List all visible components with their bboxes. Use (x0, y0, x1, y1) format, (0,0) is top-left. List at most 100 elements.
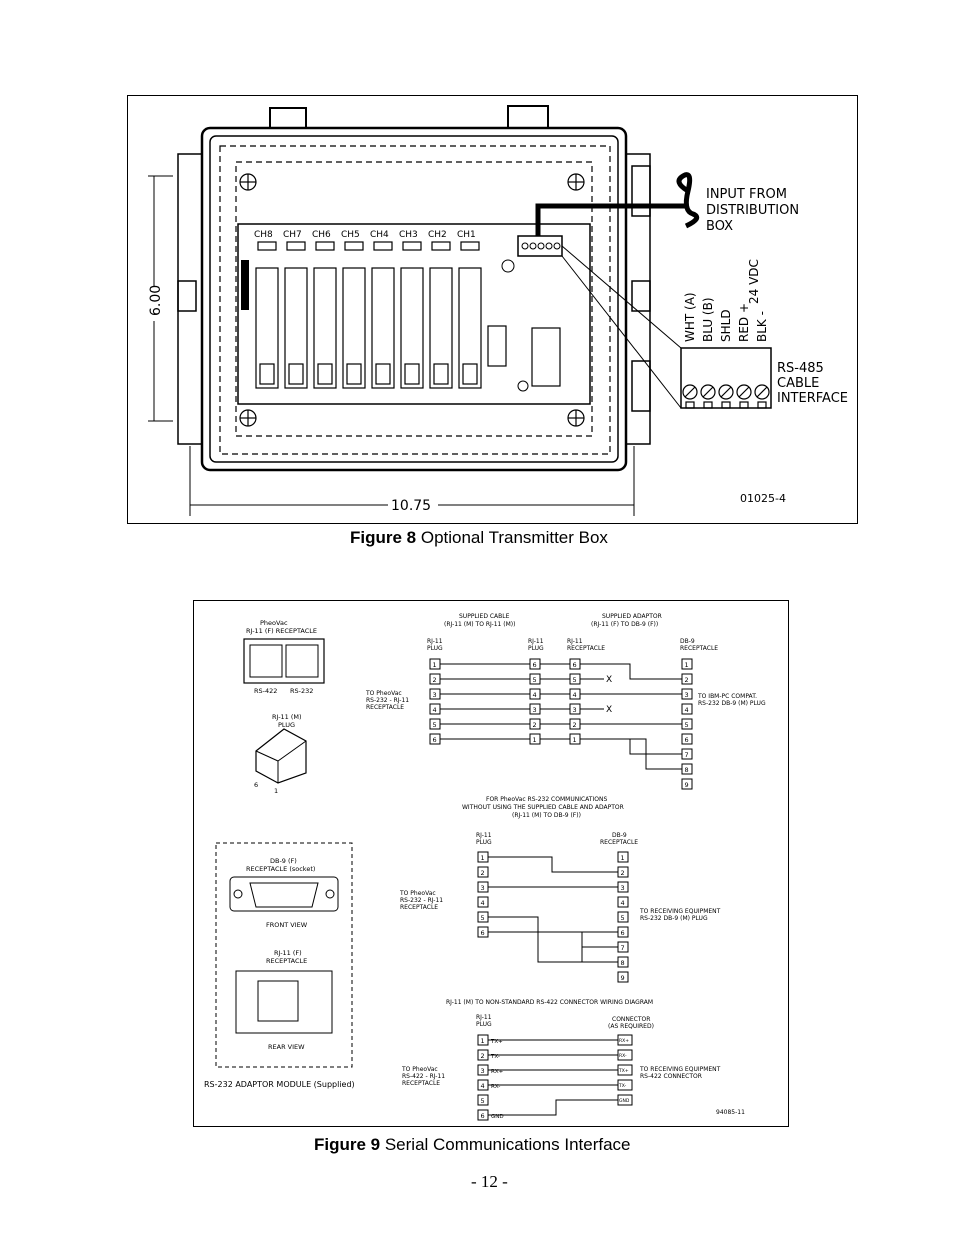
sec1-pin-b: 3 (533, 706, 537, 714)
sec2-pin-d: 8 (621, 959, 625, 967)
ch-relay (346, 363, 362, 385)
sec1-pin-b: 1 (533, 736, 537, 744)
sec1-col1-1: RJ-11 (427, 638, 443, 645)
figure-9-caption: Figure 9 Serial Communications Interface (314, 1135, 631, 1155)
sec3-conn-pin: GND (619, 1098, 630, 1104)
sec2-left-note-1: TO PheoVac (399, 890, 436, 897)
wire (580, 663, 682, 680)
sec2-pin-d: 3 (621, 884, 625, 892)
channel-label: CH5 (341, 230, 360, 240)
phd-receptacle-title-1: PheoVac (260, 619, 288, 627)
interface-label-2: CABLE (777, 376, 819, 391)
ch-module (458, 267, 482, 389)
sec2-col2-2: RECEPTACLE (600, 839, 638, 846)
wire-label-shld: SHLD (719, 309, 733, 342)
sec3-pin-a: 6 (481, 1112, 485, 1120)
sec1-left-note-1: TO PheoVac (365, 690, 402, 697)
sec2-pin-d: 2 (621, 869, 625, 877)
interface-label-3: INTERFACE (777, 391, 848, 406)
sec2-pin-d-box (617, 971, 629, 983)
input-label-3: BOX (706, 219, 733, 234)
sec1-right-note-2: RS-232 DB-9 (M) PLUG (698, 700, 766, 707)
sec1-col2-2: PLUG (528, 645, 544, 652)
sec3-pin-a: 3 (481, 1067, 485, 1075)
sec1-x1: X (606, 675, 612, 685)
width-dimension: 10.75 (391, 498, 431, 514)
sec1-adaptor-title-2: (RJ-11 (F) TO DB-9 (F)) (591, 621, 658, 628)
sec3-pin-a: 1 (481, 1037, 485, 1045)
sec3-conn-pin: RX+ (619, 1038, 629, 1044)
sec1-pin-c: 1 (573, 736, 577, 744)
ch-module (313, 267, 337, 389)
sec1-pin-d: 9 (685, 781, 689, 789)
rs422-label: RS-422 (254, 687, 277, 695)
sec1-adaptor-title-1: SUPPLIED ADAPTOR (602, 613, 662, 620)
sec1-pin-d-box (681, 658, 693, 670)
sec1-pin-a: 6 (433, 736, 437, 744)
plug-title-2: PLUG (278, 721, 295, 729)
ch-relay (288, 363, 304, 385)
sec2-title-1: FOR PheoVac RS-232 COMMUNICATIONS (486, 796, 607, 803)
sec1-col3-2: RECEPTACLE (567, 645, 605, 652)
fig9-drawing-number: 94085-11 (716, 1109, 745, 1116)
ch-relay (462, 363, 478, 385)
sec2-pin-a: 1 (481, 854, 485, 862)
sec3-conn-pin: TX- (618, 1083, 627, 1089)
sec2-right-note-2: RS-232 DB-9 (M) PLUG (640, 915, 708, 922)
figure-9-label: Figure 9 (314, 1135, 381, 1154)
input-label-1: INPUT FROM (706, 187, 787, 202)
sec3-left-note-1: TO PheoVac (401, 1066, 438, 1073)
sec1-pin-d-box (681, 733, 693, 745)
plug-title-1: RJ-11 (M) (272, 713, 302, 721)
ch-module (284, 267, 308, 389)
sec1-pin-b: 6 (533, 661, 537, 669)
sec2-col1-2: PLUG (476, 839, 492, 846)
wire-label-blk: BLK - (755, 311, 769, 342)
channel-label: CH8 (254, 230, 273, 240)
wire (488, 916, 618, 963)
db9-title-2: RECEPTACLE (socket) (246, 865, 315, 873)
rj11-view: REAR VIEW (268, 1043, 305, 1051)
wire (488, 1099, 618, 1116)
ch-relay (259, 363, 275, 385)
sec2-pin-a: 5 (481, 914, 485, 922)
sec1-pin-c: 4 (573, 691, 577, 699)
sec1-cable-title-2: (RJ-11 (M) TO RJ-11 (M)) (444, 621, 515, 628)
sec1-left-note-2: RS-232 - RJ-11 (366, 697, 409, 704)
sec1-pin-a: 5 (433, 721, 437, 729)
sec2-pin-d: 7 (621, 944, 625, 952)
sec1-cable-title-1: SUPPLIED CABLE (459, 613, 510, 620)
ch-terminal (460, 241, 480, 251)
sec1-pin-b: 5 (533, 676, 537, 684)
sec1-pin-d: 4 (685, 706, 689, 714)
sec1-col4-1: DB-9 (680, 638, 695, 645)
sec3-col1-2: PLUG (476, 1021, 492, 1028)
sec3-pin-a: 5 (481, 1097, 485, 1105)
channel-label: CH7 (283, 230, 302, 240)
sec2-pin-d-box (617, 911, 629, 923)
channel-label: CH6 (312, 230, 331, 240)
sec3-left-note-2: RS-422 - RJ-11 (402, 1073, 445, 1080)
sec3-col2-1: CONNECTOR (612, 1016, 650, 1023)
figure-8-caption: Figure 8 Optional Transmitter Box (350, 528, 608, 548)
plug-pin-1: 1 (274, 787, 278, 795)
ch-terminal (402, 241, 422, 251)
wire (629, 739, 682, 755)
sec1-pin-c: 5 (573, 676, 577, 684)
sec2-pin-d-box (617, 851, 629, 863)
rj11-title-1: RJ-11 (F) (274, 949, 302, 957)
sec1-col3-1: RJ-11 (567, 638, 583, 645)
sec3-col1-1: RJ-11 (476, 1014, 492, 1021)
ch-terminal (373, 241, 393, 251)
sec1-pin-d: 3 (685, 691, 689, 699)
sec2-left-note-3: RECEPTACLE (400, 904, 438, 911)
ch-terminal (315, 241, 335, 251)
sec1-left-note-3: RECEPTACLE (366, 704, 404, 711)
sec3-signal: RX+ (491, 1069, 504, 1075)
sec2-pin-a: 4 (481, 899, 485, 907)
ch-relay (433, 363, 449, 385)
sec2-pin-d: 9 (621, 974, 625, 982)
sec2-title-2: WITHOUT USING THE SUPPLIED CABLE AND ADA… (462, 804, 624, 811)
channel-label: CH4 (370, 230, 389, 240)
